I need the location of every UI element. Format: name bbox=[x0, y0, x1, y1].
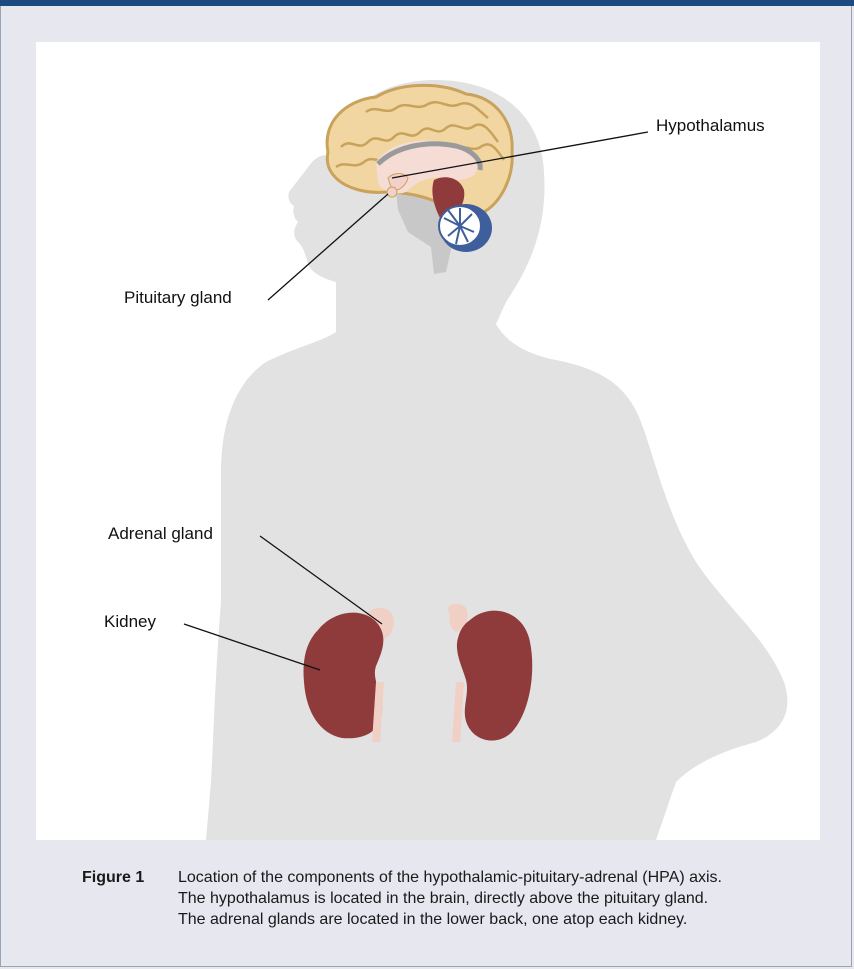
caption-line-2: The hypothalamus is located in the brain… bbox=[82, 888, 822, 909]
adrenal-gland-label: Adrenal gland bbox=[108, 524, 213, 544]
pituitary-gland-label: Pituitary gland bbox=[124, 288, 232, 308]
kidney-label: Kidney bbox=[104, 612, 156, 632]
hpa-axis-illustration bbox=[36, 42, 820, 840]
figure-panel: Hypothalamus Pituitary gland Adrenal gla… bbox=[36, 42, 820, 840]
caption-line-1: Location of the components of the hypoth… bbox=[178, 869, 722, 886]
figure-label: Figure 1 bbox=[82, 867, 178, 888]
hypothalamus-label: Hypothalamus bbox=[656, 116, 765, 136]
pituitary-region bbox=[387, 187, 397, 197]
caption-line-3: The adrenal glands are located in the lo… bbox=[82, 909, 822, 930]
